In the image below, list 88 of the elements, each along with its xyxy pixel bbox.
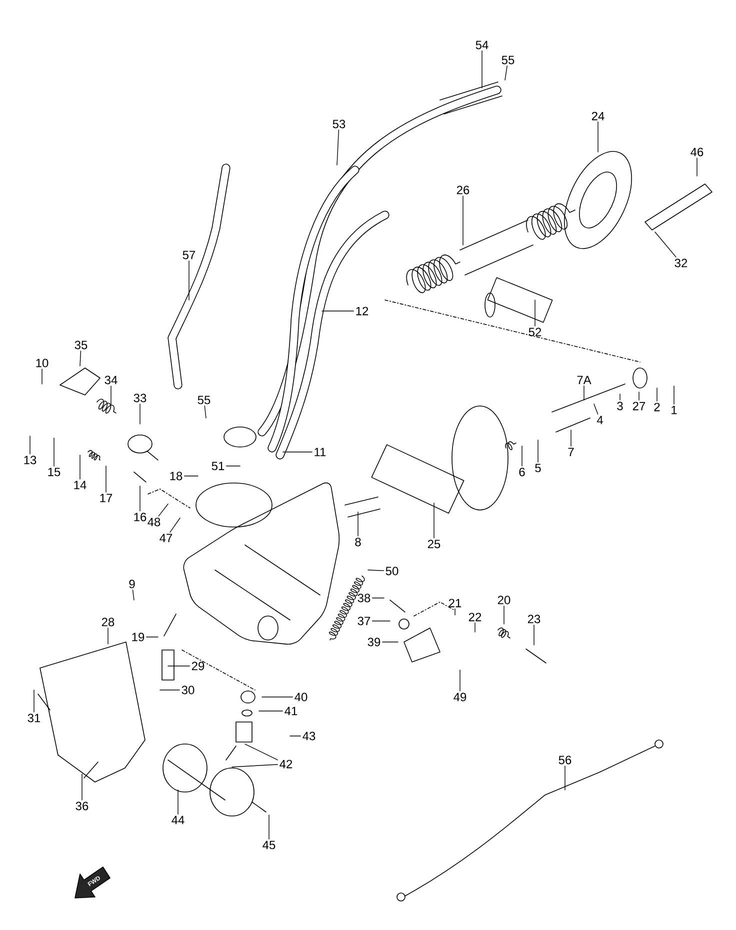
callout-number: 26 — [456, 186, 470, 194]
callout-number: 55 — [502, 56, 514, 64]
leader-line — [594, 404, 598, 415]
callout-number: 3 — [617, 402, 623, 410]
leader-line — [146, 636, 158, 638]
leader-line — [170, 518, 180, 533]
callout-number: 29 — [192, 662, 204, 670]
leader-line — [80, 350, 82, 366]
callout-number: 11 — [314, 448, 326, 456]
callout-number: 52 — [528, 328, 542, 336]
callout-number: 31 — [28, 714, 40, 722]
callout-number: 38 — [358, 594, 370, 602]
callout-number: 40 — [294, 692, 308, 702]
leader-line — [534, 300, 536, 326]
callout-number: 2 — [654, 402, 660, 412]
leader-line — [188, 260, 190, 300]
callout-number: 42 — [280, 760, 292, 768]
callout-number: 55 — [198, 396, 210, 404]
callout-number: 23 — [528, 614, 540, 624]
callout-number: 7 — [568, 448, 574, 456]
callout-number: 54 — [476, 40, 488, 50]
callout-number: 15 — [48, 468, 60, 476]
leader-line — [268, 814, 270, 840]
callout-number: 5 — [535, 464, 541, 472]
callout-number: 43 — [302, 732, 316, 740]
callout-number: 16 — [134, 512, 146, 522]
callout-number: 47 — [160, 534, 172, 542]
callout-number: 49 — [454, 692, 466, 702]
callout-number: 8 — [355, 538, 361, 546]
leader-line — [654, 232, 676, 258]
callout-number: 28 — [102, 618, 114, 626]
callout-number: 57 — [182, 250, 196, 260]
callout-number: 12 — [356, 306, 368, 316]
leader-line — [110, 386, 112, 406]
callout-number: 32 — [674, 258, 688, 268]
callout-number: 7A — [577, 376, 592, 384]
callout-number: 56 — [558, 756, 572, 764]
callout-number: 33 — [134, 394, 146, 402]
callout-number: 48 — [148, 518, 160, 526]
leader-line — [656, 388, 658, 402]
leader-line — [204, 406, 206, 418]
callout-number: 6 — [519, 468, 525, 476]
callout-number: 25 — [428, 540, 440, 548]
callout-number: 22 — [468, 612, 482, 622]
callout-number: 39 — [368, 638, 380, 646]
leader-line — [638, 392, 640, 400]
callout-number: 36 — [76, 802, 88, 810]
callout-number: 53 — [332, 120, 346, 128]
callout-number: 17 — [100, 494, 112, 502]
leader-line — [232, 764, 278, 768]
callout-number: 44 — [172, 816, 184, 824]
callout-number: 51 — [212, 462, 224, 470]
callout-number: 35 — [74, 340, 88, 350]
leader-line — [368, 570, 384, 571]
leader-line — [258, 710, 283, 712]
callout-number: 34 — [104, 376, 118, 384]
leader-line — [462, 196, 464, 246]
callout-number: 46 — [690, 148, 704, 156]
leader-line — [564, 766, 566, 790]
callout-number: 10 — [36, 358, 48, 368]
leader-line — [322, 310, 354, 312]
leader-line — [372, 620, 390, 622]
callout-number: 27 — [632, 402, 646, 410]
leader-line — [158, 504, 168, 516]
callout-number: 20 — [498, 596, 510, 604]
leader-line — [132, 590, 134, 600]
leader-line — [570, 430, 572, 447]
callout-number: 30 — [182, 686, 194, 694]
callout-number: 37 — [358, 616, 370, 626]
leader-line — [336, 130, 340, 166]
callout-number: 1 — [672, 406, 677, 414]
leader-line — [262, 696, 293, 698]
callout-number: 13 — [24, 456, 36, 464]
callout-number: 14 — [74, 480, 86, 490]
leader-line — [454, 608, 456, 616]
callout-number: 41 — [284, 706, 298, 716]
callout-number: 50 — [386, 566, 398, 576]
callout-number: 4 — [596, 416, 603, 424]
callout-number: 24 — [592, 112, 604, 120]
callout-number: 18 — [170, 472, 182, 480]
leader-line — [504, 66, 508, 80]
callout-number: 21 — [448, 598, 462, 608]
leader-line — [244, 744, 278, 760]
callout-number: 9 — [129, 580, 135, 588]
callout-number: 19 — [132, 632, 144, 642]
leader-line — [696, 158, 698, 176]
leader-line — [474, 622, 476, 632]
callout-number: 45 — [262, 840, 276, 850]
